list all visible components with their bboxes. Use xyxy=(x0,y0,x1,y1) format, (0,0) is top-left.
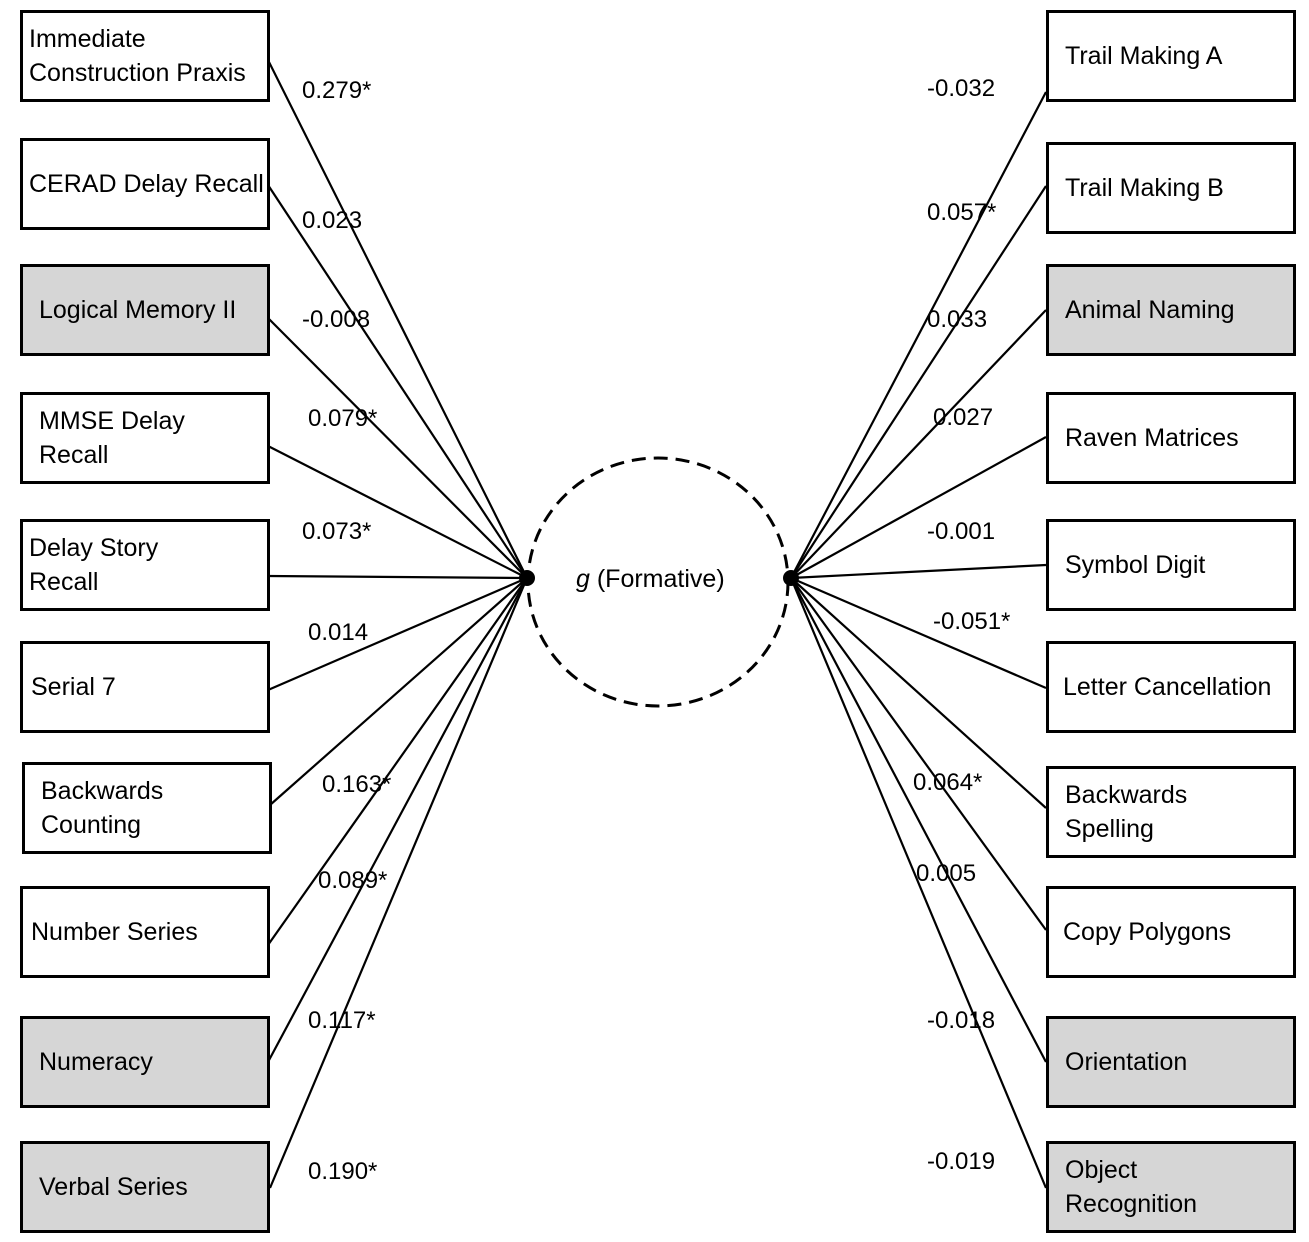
right-path-coefficient: -0.001 xyxy=(927,518,996,545)
left-path-coefficient: 0.117* xyxy=(308,1007,376,1034)
right-indicator-box: Letter Cancellation xyxy=(1046,641,1296,733)
right-arrowhead xyxy=(783,570,799,586)
left-path-coefficient: 0.073* xyxy=(302,518,372,545)
right-path-line xyxy=(790,577,1047,931)
right-indicator-label: Letter Cancellation xyxy=(1063,673,1272,701)
left-path-line xyxy=(269,577,528,806)
left-path-line xyxy=(267,317,528,579)
right-path-line xyxy=(790,563,1047,580)
right-indicator-label: Object Recognition xyxy=(1065,1156,1198,1218)
right-path-line xyxy=(790,577,1047,1063)
right-path-coefficient: -0.032 xyxy=(927,75,996,102)
left-path-line xyxy=(267,576,528,692)
left-indicator-box: Logical Memory II xyxy=(20,264,270,356)
left-path-line xyxy=(268,577,529,1189)
left-indicator-box: MMSE Delay Recall xyxy=(20,392,270,484)
right-path-line xyxy=(790,576,1047,690)
right-path-coefficient: -0.019 xyxy=(927,1148,996,1175)
right-indicator-box: Copy Polygons xyxy=(1046,886,1296,978)
left-path-line xyxy=(267,574,528,580)
right-path-coefficient: -0.018 xyxy=(927,1007,996,1034)
right-indicator-box: Symbol Digit xyxy=(1046,519,1296,611)
left-path-coefficient: 0.023 xyxy=(302,207,363,234)
latent-factor-symbol: g xyxy=(576,565,590,593)
right-indicator-box: Backwards Spelling xyxy=(1046,766,1296,858)
right-path-line xyxy=(790,577,1047,809)
latent-factor-label: g (Formative) xyxy=(576,564,725,594)
left-indicator-label: Numeracy xyxy=(39,1048,153,1076)
right-path-line xyxy=(790,309,1047,579)
left-indicator-label: Backwards Counting xyxy=(41,777,164,839)
left-indicator-box: Numeracy xyxy=(20,1016,270,1108)
right-indicator-box: Trail Making B xyxy=(1046,142,1296,234)
right-path-coefficient: 0.027 xyxy=(933,404,994,431)
right-indicator-box: Object Recognition xyxy=(1046,1141,1296,1233)
left-path-coefficient: 0.089* xyxy=(318,867,388,894)
left-indicator-box: Immediate Construction Praxis xyxy=(20,10,270,102)
right-path-coefficient: 0.064* xyxy=(913,769,983,796)
right-indicator-box: Animal Naming xyxy=(1046,264,1296,356)
left-indicator-label: Immediate Construction Praxis xyxy=(29,25,246,87)
left-path-line xyxy=(267,577,528,946)
right-path-line xyxy=(790,436,1047,579)
right-path-line xyxy=(790,91,1047,579)
left-indicator-box: Delay Story Recall xyxy=(20,519,270,611)
left-arrowhead xyxy=(519,570,535,586)
left-indicator-label: Serial 7 xyxy=(31,673,116,701)
right-indicator-label: Animal Naming xyxy=(1065,296,1235,324)
right-indicator-box: Trail Making A xyxy=(1046,10,1296,102)
right-path-coefficient: 0.005 xyxy=(916,860,977,887)
right-path-coefficient: -0.051* xyxy=(933,608,1011,635)
left-indicator-box: Number Series xyxy=(20,886,270,978)
right-indicator-box: Raven Matrices xyxy=(1046,392,1296,484)
right-indicator-label: Raven Matrices xyxy=(1065,424,1239,452)
right-path-line xyxy=(790,185,1047,579)
right-indicator-label: Orientation xyxy=(1065,1048,1188,1076)
left-indicator-box: Serial 7 xyxy=(20,641,270,733)
right-path-coefficient: 0.033 xyxy=(927,306,988,333)
left-path-line xyxy=(267,59,528,579)
left-path-coefficient: 0.014 xyxy=(308,619,369,646)
left-path-coefficient: 0.190* xyxy=(308,1158,378,1185)
left-indicator-label: Verbal Series xyxy=(39,1173,188,1201)
right-indicator-label: Trail Making A xyxy=(1065,42,1223,70)
left-path-coefficient: 0.079* xyxy=(308,405,378,432)
latent-factor-type: (Formative) xyxy=(596,565,725,593)
right-indicator-box: Orientation xyxy=(1046,1016,1296,1108)
right-indicator-label: Trail Making B xyxy=(1065,174,1224,202)
right-indicator-label: Copy Polygons xyxy=(1063,918,1232,946)
left-indicator-label: CERAD Delay Recall xyxy=(29,170,264,198)
right-indicator-label: Backwards Spelling xyxy=(1065,781,1188,843)
left-indicator-box: Verbal Series xyxy=(20,1141,270,1233)
left-indicator-box: Backwards Counting xyxy=(22,762,272,854)
left-path-coefficient: 0.279* xyxy=(302,77,372,104)
left-indicator-label: MMSE Delay Recall xyxy=(39,407,185,469)
left-indicator-box: CERAD Delay Recall xyxy=(20,138,270,230)
left-indicator-label: Delay Story Recall xyxy=(29,534,159,596)
right-path-coefficient: 0.057* xyxy=(927,199,997,226)
left-path-line xyxy=(267,577,528,1063)
left-path-line xyxy=(267,445,528,579)
left-path-coefficient: 0.163* xyxy=(322,771,392,798)
right-indicator-label: Symbol Digit xyxy=(1065,551,1206,579)
left-indicator-label: Number Series xyxy=(31,918,198,946)
left-indicator-label: Logical Memory II xyxy=(39,296,237,324)
left-path-line xyxy=(267,184,528,579)
left-path-coefficient: -0.008 xyxy=(302,306,371,333)
right-path-line xyxy=(789,577,1048,1189)
